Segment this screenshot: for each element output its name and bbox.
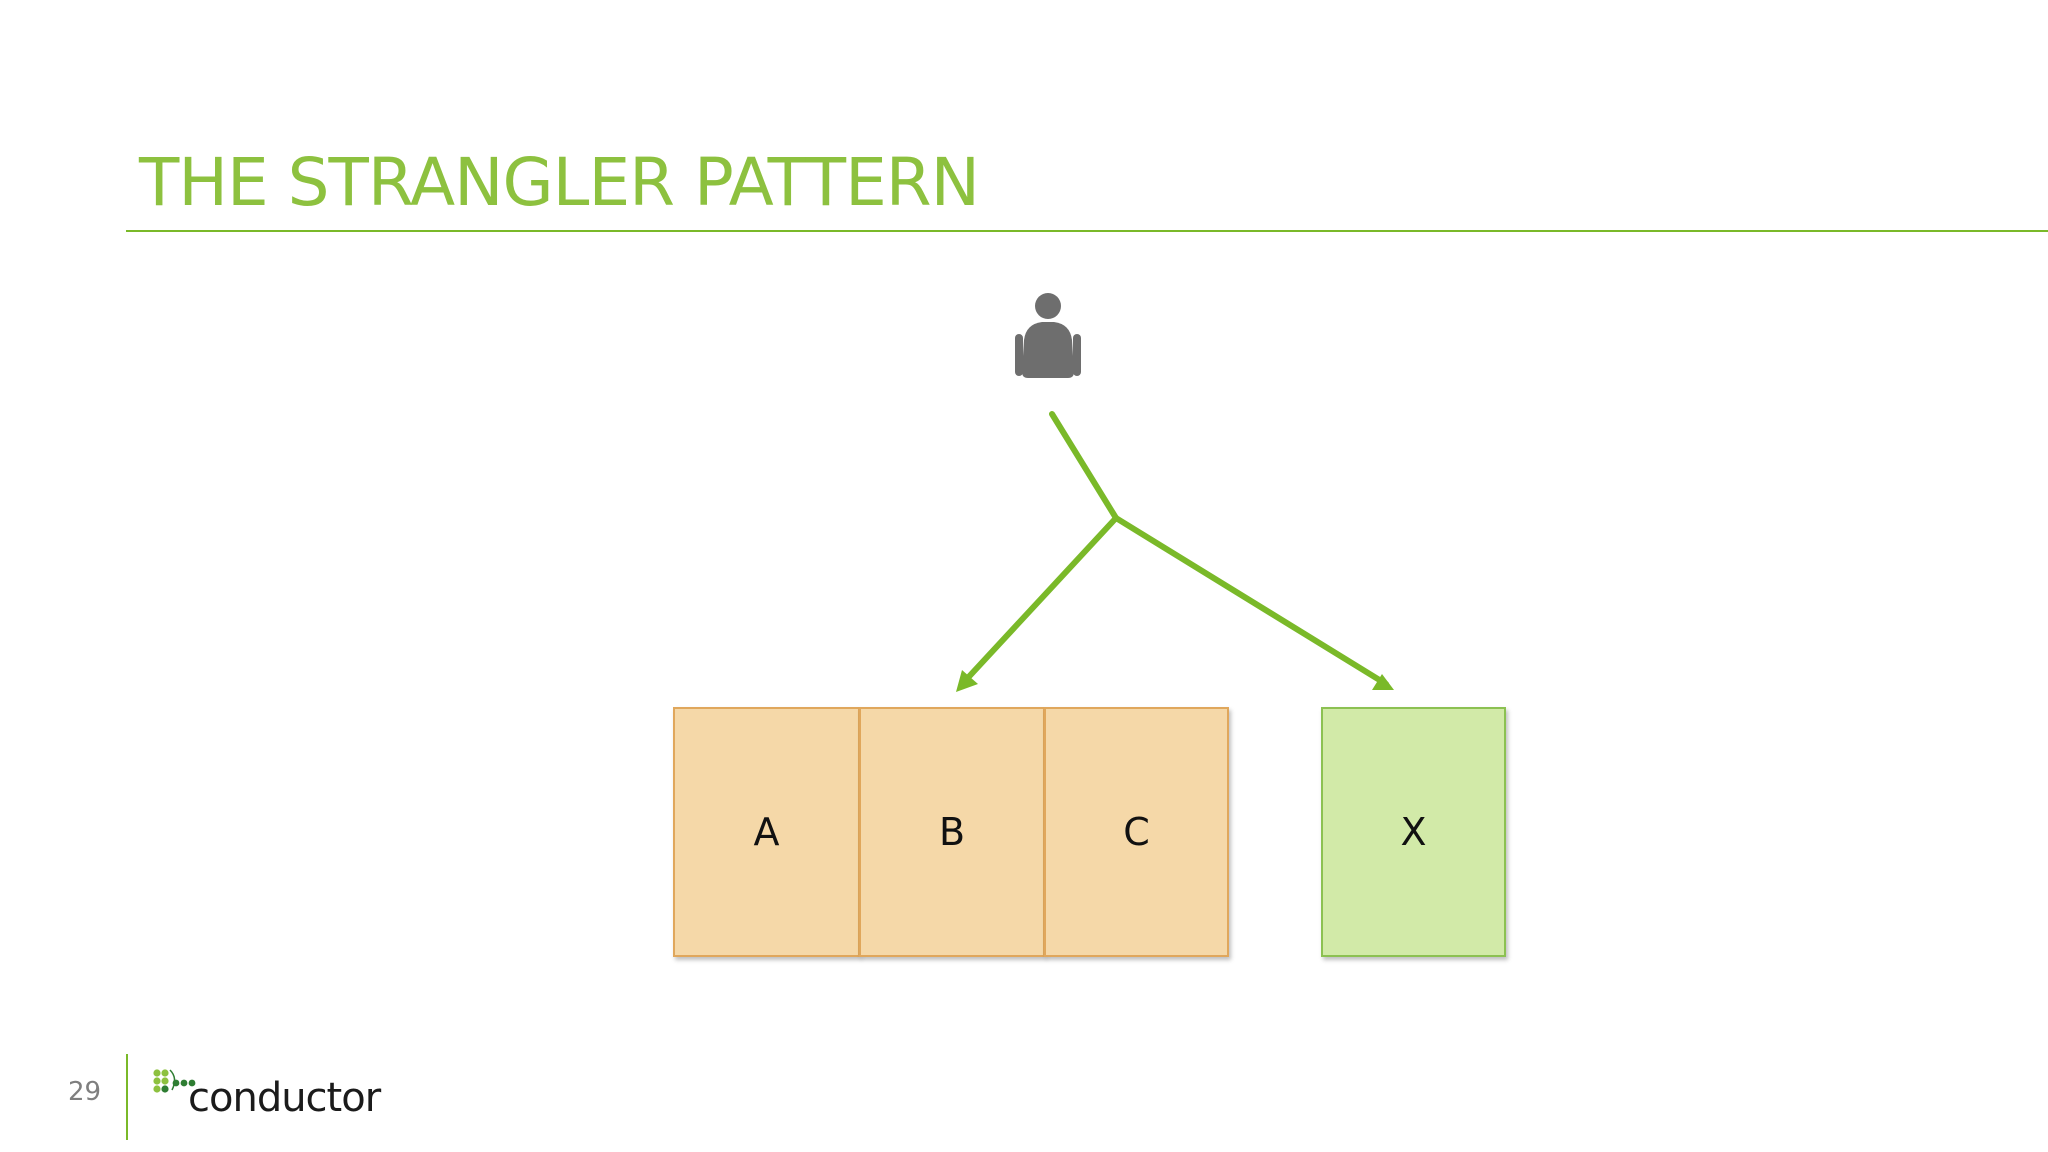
legacy-box-a-label: A (753, 810, 780, 854)
page-number: 29 (68, 1077, 102, 1107)
logo-dots-icon (153, 1069, 196, 1093)
legacy-box-c-label: C (1123, 810, 1150, 854)
title-divider (126, 230, 2048, 232)
legacy-box-a: A (673, 707, 860, 957)
legacy-box-c: C (1044, 707, 1229, 957)
route-to-legacy-arrow (961, 515, 1119, 685)
slide-title: THE STRANGLER PATTERN (139, 144, 980, 221)
footer-divider (126, 1054, 128, 1140)
person-icon (1015, 293, 1081, 378)
new-arrowhead (1372, 674, 1394, 690)
conductor-logo: conductor (152, 1068, 392, 1128)
new-service-box-x: X (1321, 707, 1506, 957)
request-line (1049, 411, 1119, 521)
logo-wordmark: conductor (188, 1075, 381, 1121)
legacy-arrowhead (956, 670, 978, 692)
new-service-box-x-label: X (1400, 810, 1427, 854)
legacy-box-b: B (859, 707, 1045, 957)
route-to-new-arrow (1113, 515, 1389, 687)
routing-arrows (956, 411, 1394, 692)
legacy-box-b-label: B (938, 810, 966, 854)
